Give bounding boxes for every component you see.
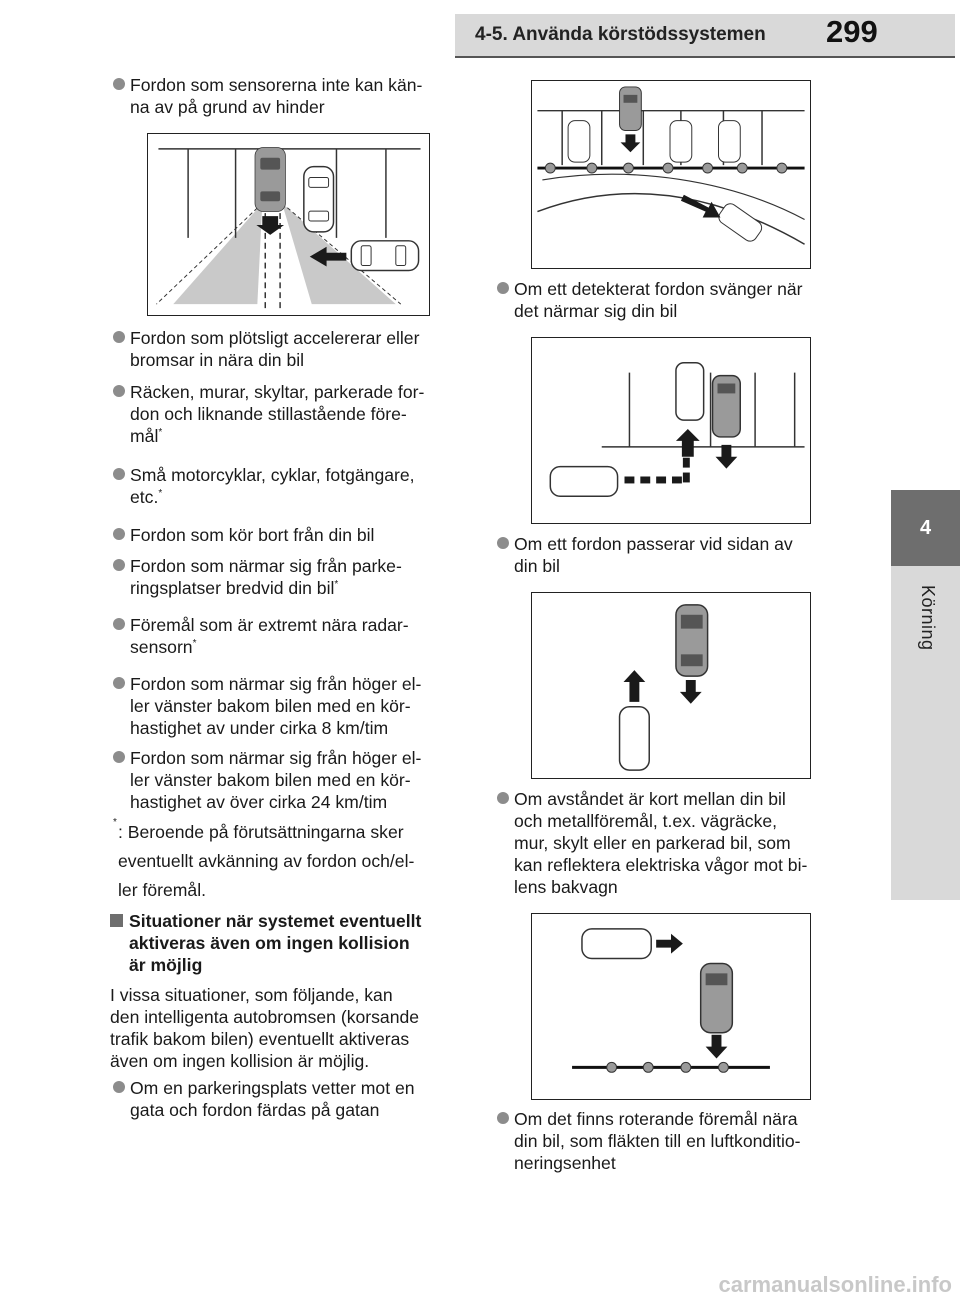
watermark: carmanualsonline.info bbox=[718, 1272, 953, 1297]
bullet-stationary-objects: Räcken, murar, skyltar, parkerade for- d… bbox=[113, 381, 490, 447]
footnote-marker: * bbox=[158, 427, 163, 439]
bullet-slow-approach: Fordon som närmar sig från höger el- ler… bbox=[113, 673, 490, 739]
bullet-adjacent-parking-text: Fordon som närmar sig från parke- ringsp… bbox=[130, 556, 402, 598]
bullet-passing-vehicle: Om ett fordon passerar vid sidan av din … bbox=[497, 533, 874, 577]
section-heading: Situationer när systemet eventuellt akti… bbox=[110, 910, 499, 976]
bullet-small-vehicles-text: Små motorcyklar, cyklar, fotgängare, etc… bbox=[130, 465, 415, 507]
footnote-asterisk: * bbox=[113, 815, 123, 837]
page-section-title: 4-5. Använda körstödssystemen bbox=[475, 24, 766, 45]
chapter-label: Körning bbox=[918, 585, 938, 651]
section-paragraph: I vissa situationer, som följande, kan d… bbox=[110, 985, 420, 1071]
bullet-rotating-objects: Om det finns roterande föremål nära din … bbox=[497, 1108, 874, 1174]
bullet-fast-approach: Fordon som närmar sig från höger el- ler… bbox=[113, 747, 490, 813]
figure-passing-vehicle bbox=[531, 592, 811, 779]
bullet-street-parking: Om en parkeringsplats vetter mot en gata… bbox=[113, 1077, 490, 1121]
footnote-marker: * bbox=[158, 488, 163, 500]
bullet-close-objects: Föremål som är extremt nära radar- senso… bbox=[113, 614, 490, 658]
bullet-sudden-acceleration: Fordon som plötsligt accelererar eller b… bbox=[113, 327, 490, 371]
bullet-turning-vehicle: Om ett detekterat fordon svänger när det… bbox=[497, 278, 874, 322]
bullet-stationary-objects-text: Räcken, murar, skyltar, parkerade for- d… bbox=[130, 382, 425, 446]
bullet-close-objects-text: Föremål som är extremt nära radar- senso… bbox=[130, 615, 409, 657]
bullet-adjacent-parking: Fordon som närmar sig från parke- ringsp… bbox=[113, 555, 490, 599]
footnote-text: : Beroende på förutsättningarna sker eve… bbox=[118, 822, 415, 900]
bullet-small-vehicles: Små motorcyklar, cyklar, fotgängare, etc… bbox=[113, 464, 490, 508]
footnote-marker: * bbox=[192, 638, 197, 650]
header-bar bbox=[455, 14, 955, 56]
bullet-reflective-objects: Om avståndet är kort mellan din bil och … bbox=[497, 788, 874, 898]
figure-turning-vehicle bbox=[531, 337, 811, 524]
figure-obstructed-sensor bbox=[147, 133, 430, 316]
page-number: 299 bbox=[826, 14, 878, 49]
header-divider bbox=[455, 56, 955, 58]
footnote-marker: * bbox=[113, 817, 117, 829]
bullet-obstructed-vehicles: Fordon som sensorerna inte kan kän- na a… bbox=[113, 74, 490, 118]
figure-reflective-objects bbox=[531, 913, 811, 1100]
bullet-departing-vehicles: Fordon som kör bort från din bil bbox=[113, 524, 490, 546]
footnote-marker: * bbox=[334, 579, 339, 591]
figure-street-parking bbox=[531, 80, 811, 269]
chapter-number: 4 bbox=[891, 490, 960, 566]
